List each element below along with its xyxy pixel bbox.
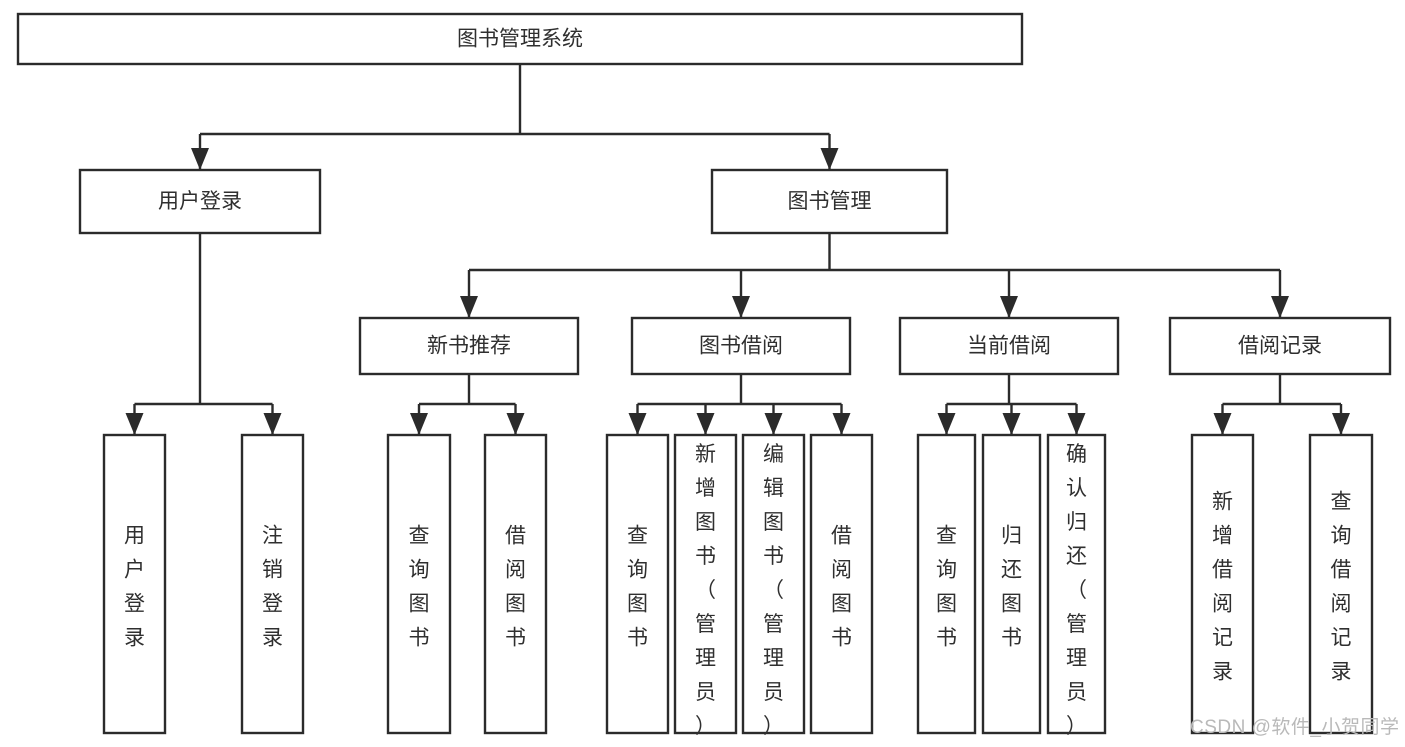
- node-label: 当前借阅: [967, 335, 1051, 358]
- node-label: 图书管理: [788, 190, 872, 213]
- node-leaf-新增图书管理员[interactable]: 新增图书（管理员）: [673, 433, 738, 738]
- node-l3-新书推荐[interactable]: 新书推荐: [358, 316, 580, 376]
- node-box: [630, 316, 852, 376]
- arrow-head-icon: [1332, 413, 1350, 435]
- node-label: 查询图书: [627, 525, 648, 650]
- node-label: 注销登录: [262, 525, 283, 650]
- arrow-head-icon: [937, 413, 956, 435]
- node-l3-借阅记录[interactable]: 借阅记录: [1168, 316, 1392, 376]
- node-box: [898, 316, 1120, 376]
- arrow-head-icon: [1213, 413, 1232, 435]
- node-label: 查询图书: [409, 525, 430, 650]
- connector-layer: [125, 64, 1350, 435]
- node-leaf-借阅图书[interactable]: 借阅图书: [483, 433, 548, 735]
- node-leaf-查询图书[interactable]: 查询图书: [916, 433, 977, 735]
- node-leaf-查询图书[interactable]: 查询图书: [386, 433, 452, 735]
- node-root-图书管理系统[interactable]: 图书管理系统: [16, 12, 1024, 66]
- node-leaf-查询借阅记录[interactable]: 查询借阅记录: [1308, 433, 1374, 735]
- node-label: 归还图书: [1001, 525, 1022, 650]
- node-box: [102, 433, 167, 735]
- arrow-head-icon: [1000, 296, 1018, 318]
- node-box: [483, 433, 548, 735]
- node-l2-用户登录[interactable]: 用户登录: [78, 168, 322, 235]
- node-box: [673, 433, 738, 735]
- node-label: 图书管理系统: [457, 28, 583, 51]
- node-leaf-查询图书[interactable]: 查询图书: [605, 433, 670, 735]
- arrow-head-icon: [410, 413, 428, 435]
- arrow-head-icon: [764, 413, 783, 435]
- arrow-head-icon: [1271, 296, 1289, 318]
- node-label: 新增图书（管理员）: [695, 443, 716, 738]
- arrow-head-icon: [832, 413, 851, 435]
- node-label: 查询图书: [936, 525, 957, 650]
- node-label: 用户登录: [124, 525, 145, 650]
- node-box: [916, 433, 977, 735]
- node-box: [1046, 433, 1107, 735]
- node-leaf-借阅图书[interactable]: 借阅图书: [809, 433, 874, 735]
- arrow-head-icon: [1067, 413, 1086, 435]
- arrow-head-icon: [820, 148, 839, 170]
- node-label: 用户登录: [158, 190, 242, 213]
- node-box: [16, 12, 1024, 66]
- node-label: 查询借阅记录: [1331, 491, 1352, 684]
- node-box: [78, 168, 322, 235]
- node-label: 图书借阅: [699, 335, 783, 358]
- node-leaf-新增借阅记录[interactable]: 新增借阅记录: [1190, 433, 1255, 735]
- node-box: [809, 433, 874, 735]
- node-box: [240, 433, 305, 735]
- node-leaf-确认归还管理员[interactable]: 确认归还（管理员）: [1046, 433, 1107, 738]
- node-label: 编辑图书（管理员）: [763, 443, 784, 738]
- node-layer: 图书管理系统用户登录图书管理新书推荐图书借阅当前借阅借阅记录用户登录注销登录查询…: [16, 12, 1392, 738]
- arrow-head-icon: [732, 296, 750, 318]
- node-l3-当前借阅[interactable]: 当前借阅: [898, 316, 1120, 376]
- arrow-head-icon: [1002, 413, 1021, 435]
- arrow-head-icon: [460, 296, 478, 318]
- watermark-text: CSDN @软件_小贺同学: [1190, 717, 1400, 738]
- arrow-head-icon: [263, 413, 282, 435]
- arrow-head-icon: [506, 413, 525, 435]
- node-box: [605, 433, 670, 735]
- node-box: [358, 316, 580, 376]
- node-l2-图书管理[interactable]: 图书管理: [710, 168, 949, 235]
- arrow-head-icon: [125, 413, 144, 435]
- node-leaf-注销登录[interactable]: 注销登录: [240, 433, 305, 735]
- node-box: [1308, 433, 1374, 735]
- node-label: 借阅记录: [1238, 335, 1322, 358]
- arrow-head-icon: [191, 148, 209, 170]
- node-label: 新书推荐: [427, 335, 511, 358]
- node-leaf-归还图书[interactable]: 归还图书: [981, 433, 1042, 735]
- node-box: [741, 433, 806, 735]
- node-box: [981, 433, 1042, 735]
- node-label: 借阅图书: [831, 525, 852, 650]
- node-box: [1168, 316, 1392, 376]
- node-label: 确认归还（管理员）: [1066, 443, 1087, 738]
- node-label: 新增借阅记录: [1212, 491, 1233, 684]
- node-box: [710, 168, 949, 235]
- node-leaf-编辑图书管理员[interactable]: 编辑图书（管理员）: [741, 433, 806, 738]
- node-leaf-用户登录[interactable]: 用户登录: [102, 433, 167, 735]
- node-l3-图书借阅[interactable]: 图书借阅: [630, 316, 852, 376]
- node-box: [386, 433, 452, 735]
- node-box: [1190, 433, 1255, 735]
- arrow-head-icon: [628, 413, 647, 435]
- node-label: 借阅图书: [505, 525, 526, 650]
- arrow-head-icon: [696, 413, 715, 435]
